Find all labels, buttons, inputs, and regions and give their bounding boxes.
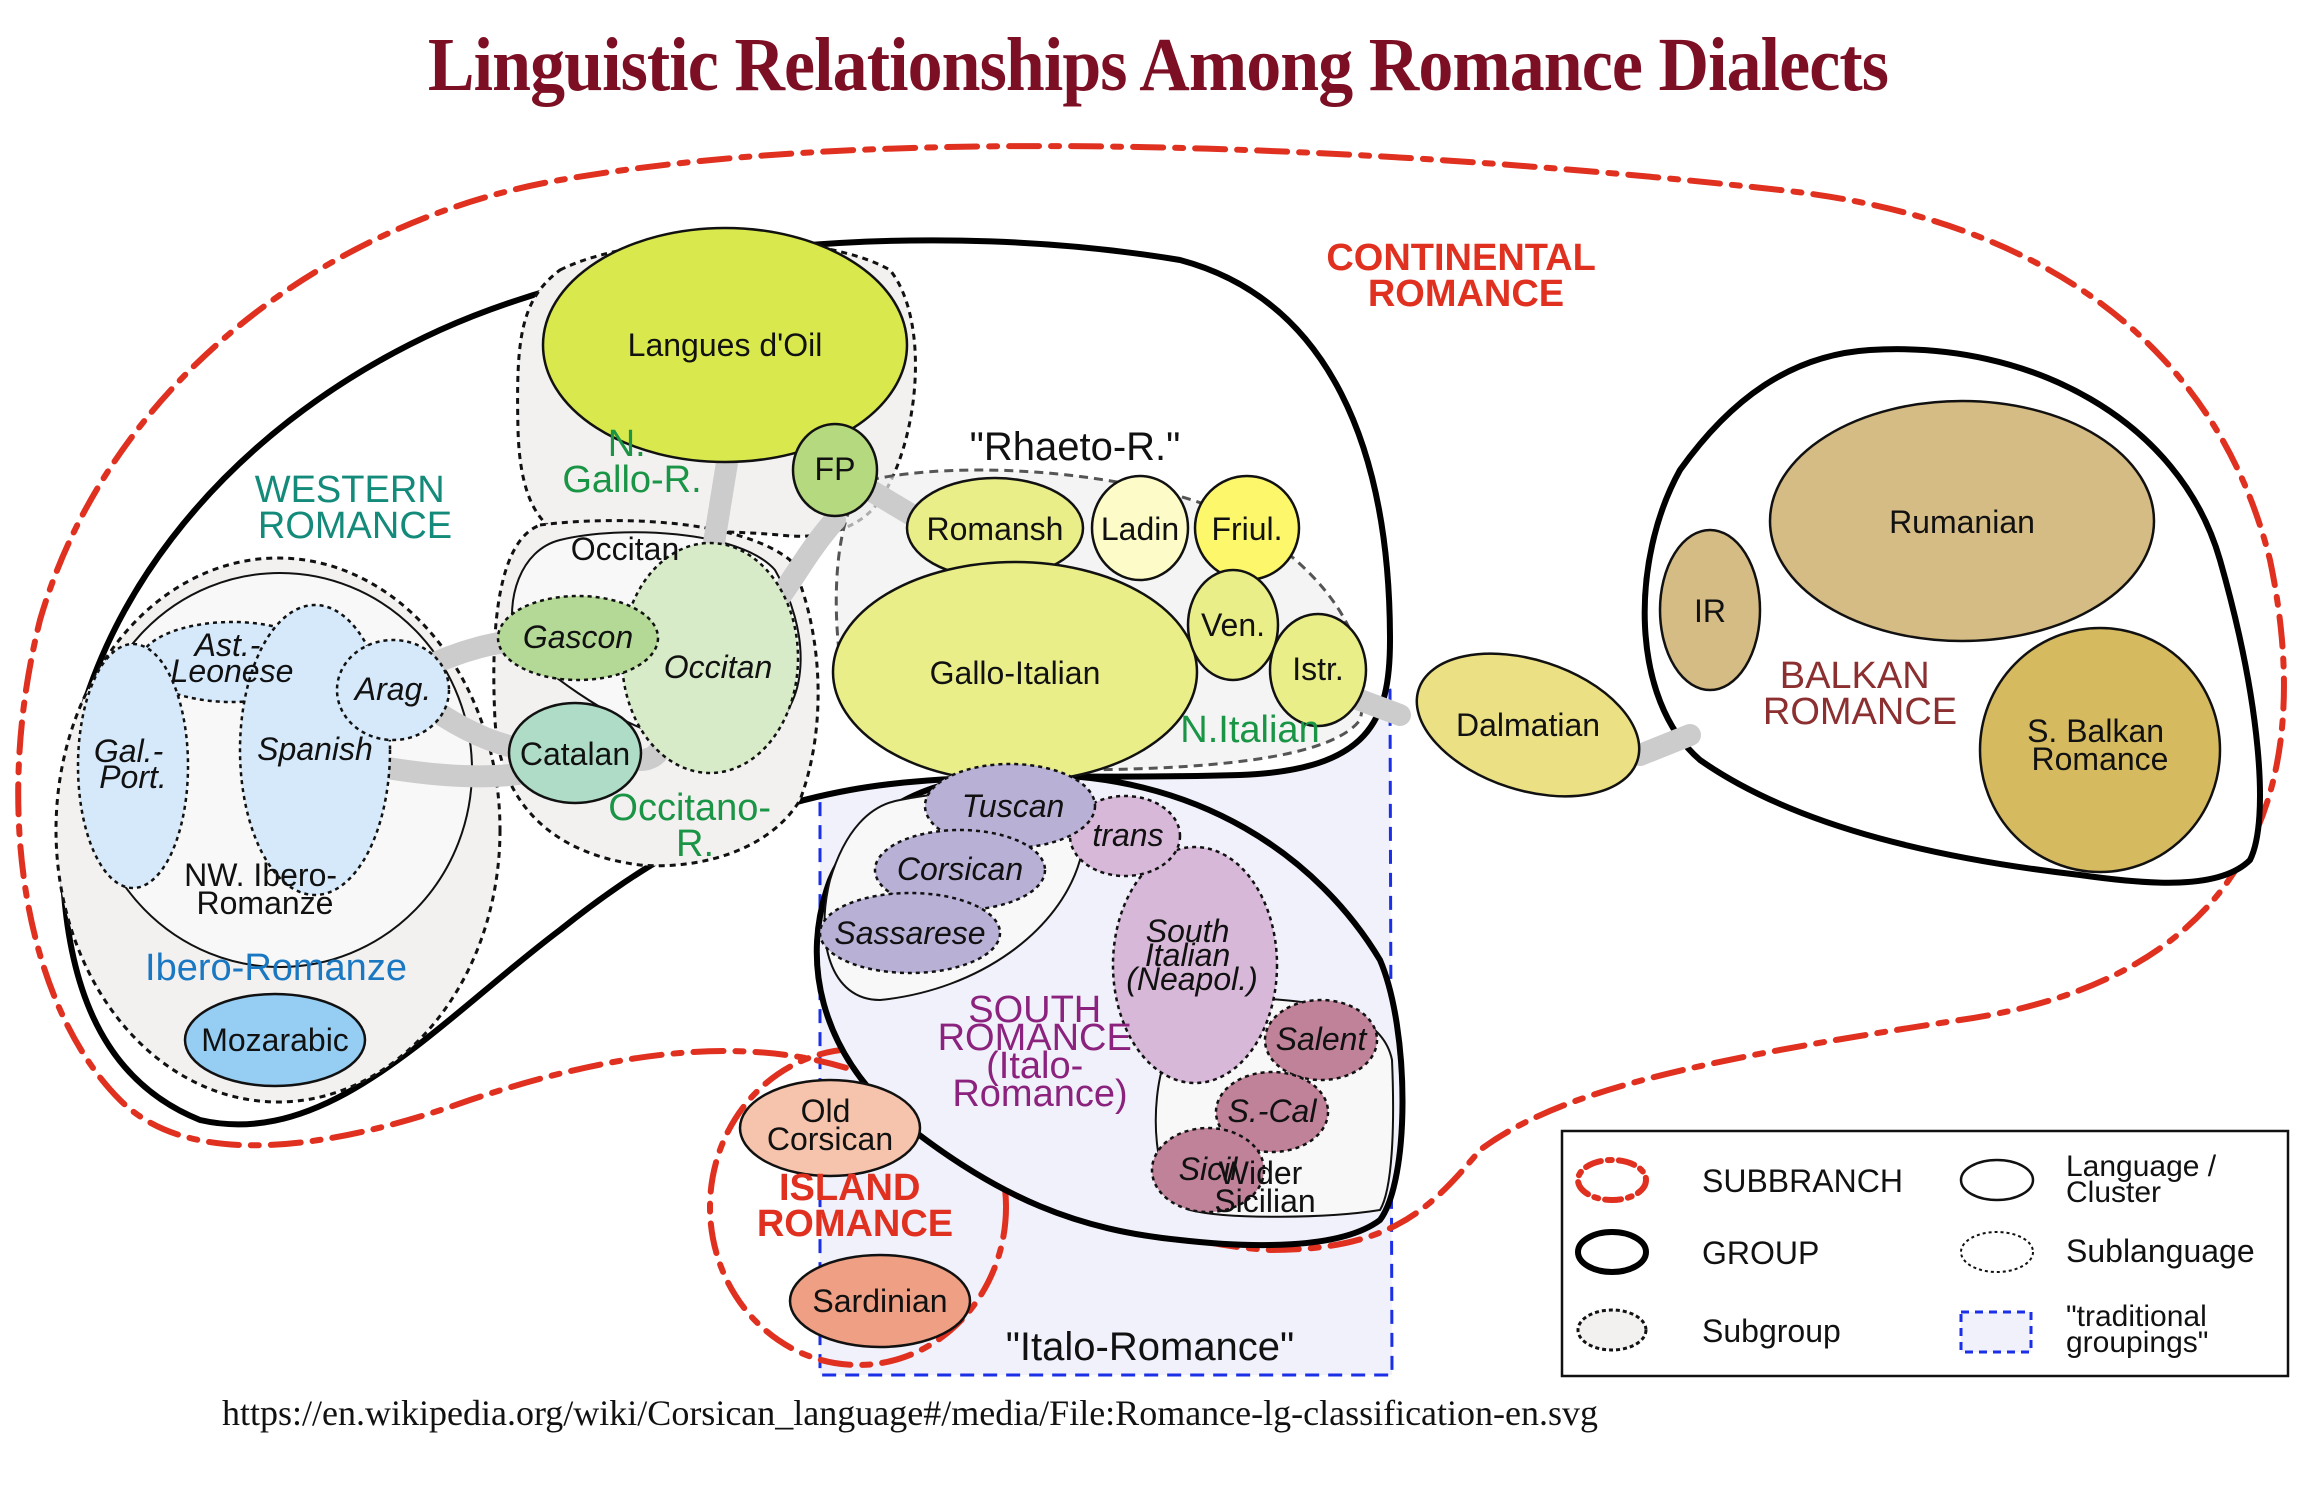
label-rhaeto-romance: "Rhaeto-R." — [970, 425, 1181, 469]
label-dalmatian: Dalmatian — [1456, 707, 1600, 743]
label-salent: Salent — [1276, 1021, 1368, 1057]
lang-dalmatian — [1415, 652, 1641, 798]
label-spanish: Spanish — [257, 731, 373, 767]
label-occitan-cluster: Occitan — [571, 531, 679, 567]
label-ast-leonese: Ast.- Leonese — [171, 627, 294, 689]
label-rumanian: Rumanian — [1889, 504, 2035, 540]
label-western-romance: WESTERN ROMANCE — [255, 469, 456, 547]
sublang-sassarese — [818, 891, 1002, 975]
label-s-cal: S.-Cal — [1228, 1093, 1318, 1129]
legend-subbranch-swatch — [1575, 1157, 1649, 1203]
label-gal-port: Gal.- Port. — [94, 733, 172, 795]
lang-ven — [1186, 568, 1280, 682]
subbranch-island-romance — [707, 1046, 1009, 1368]
page-title: Linguistic Relationships Among Romance D… — [427, 23, 1889, 107]
legend-language-label: Language / Cluster — [2066, 1150, 2225, 1209]
legend-traditional-swatch — [1959, 1310, 2033, 1354]
label-sassarese: Sassarese — [834, 915, 985, 951]
legend-group-swatch — [1575, 1229, 1649, 1275]
label-nw-ibero-romanze: NW. Ibero- Romanze — [184, 857, 346, 921]
legend-group-label: GROUP — [1702, 1235, 1819, 1271]
label-trans: trans — [1092, 817, 1163, 853]
label-island-romance: ISLAND ROMANCE — [757, 1167, 953, 1245]
sublang-gascon — [496, 594, 660, 682]
legend-subgroup-label: Subgroup — [1702, 1313, 1841, 1349]
label-occitano-romance: Occitano- R. — [608, 787, 781, 865]
lang-ladin — [1090, 474, 1190, 582]
label-friul: Friul. — [1211, 511, 1282, 547]
label-fp: FP — [815, 451, 856, 487]
lang-ir — [1658, 528, 1762, 692]
lang-catalan — [507, 701, 643, 805]
legend-subgroup-swatch — [1576, 1308, 1648, 1352]
label-corsican: Corsican — [897, 851, 1023, 887]
sublang-salent — [1263, 998, 1379, 1082]
source-url: https://en.wikipedia.org/wiki/Corsican_l… — [222, 1393, 1599, 1433]
label-ir: IR — [1694, 593, 1726, 629]
lang-istr — [1268, 612, 1368, 728]
label-arag: Arag. — [353, 671, 431, 707]
legend-subbranch-label: SUBBRANCH — [1702, 1163, 1903, 1199]
label-ladin: Ladin — [1101, 511, 1179, 547]
label-continental-romance: CONTINENTAL ROMANCE — [1326, 237, 1605, 315]
label-south-romance: SOUTH ROMANCE (Italo- Romance) — [938, 989, 1143, 1115]
legend-box — [1560, 1129, 2290, 1378]
sublang-s-cal — [1214, 1070, 1330, 1154]
label-ibero-romanze: Ibero-Romanze — [145, 947, 407, 989]
sublang-gal-port — [76, 642, 190, 890]
legend-sublanguage-swatch — [1960, 1231, 2034, 1273]
label-catalan: Catalan — [520, 736, 630, 772]
lang-langues-doil — [541, 226, 909, 464]
label-langues-doil: Langues d'Oil — [628, 327, 823, 363]
sublang-arag — [335, 638, 451, 742]
label-n-gallo-romance: N. Gallo-R. — [562, 423, 701, 501]
sublang-trans — [1068, 794, 1182, 878]
lang-s-balkan-romance — [1978, 626, 2222, 874]
legend-traditional-label: "traditional groupings" — [2066, 1300, 2215, 1359]
label-romansh: Romansh — [927, 511, 1064, 547]
label-gascon: Gascon — [523, 619, 633, 655]
label-sicil: Sicil — [1179, 1151, 1239, 1187]
legend-language-swatch — [1959, 1158, 2035, 1202]
legend-sublanguage-label: Sublanguage — [2066, 1233, 2255, 1269]
label-istr: Istr. — [1292, 651, 1344, 687]
label-old-corsican: Old Corsican — [767, 1093, 893, 1157]
sublang-corsican — [873, 828, 1047, 912]
label-s-balkan-romance: S. Balkan Romance — [2027, 713, 2173, 777]
connector-dalmatian-balkan — [1629, 724, 1701, 766]
label-ven: Ven. — [1201, 607, 1265, 643]
sublang-occitan — [620, 541, 800, 775]
label-occitan: Occitan — [664, 649, 772, 685]
legend: SUBBRANCH GROUP Subgroup Language / Clus… — [1560, 1129, 2290, 1378]
label-italo-romance: "Italo-Romance" — [1006, 1325, 1295, 1369]
connector-istr-dalmatian — [1349, 689, 1411, 726]
label-gallo-italian: Gallo-Italian — [930, 655, 1101, 691]
lang-old-corsican — [738, 1078, 922, 1178]
label-balkan-romance: BALKAN ROMANCE — [1763, 655, 1957, 733]
sublang-south-italian — [1111, 845, 1279, 1085]
lang-fp — [791, 422, 879, 518]
lang-mozarabic — [183, 992, 367, 1088]
label-mozarabic: Mozarabic — [201, 1022, 349, 1058]
label-south-italian: South Italian (Neapol.) — [1126, 913, 1258, 997]
sublang-tuscan — [923, 762, 1097, 850]
label-n-italian: N.Italian — [1180, 709, 1319, 751]
label-tuscan: Tuscan — [962, 788, 1065, 824]
label-sardinian: Sardinian — [812, 1283, 947, 1319]
label-wider-sicilian: Wider Sicilian — [1214, 1155, 1315, 1219]
lang-rumanian — [1768, 399, 2156, 643]
lang-sardinian — [788, 1253, 972, 1349]
sublang-sicil — [1150, 1126, 1266, 1214]
